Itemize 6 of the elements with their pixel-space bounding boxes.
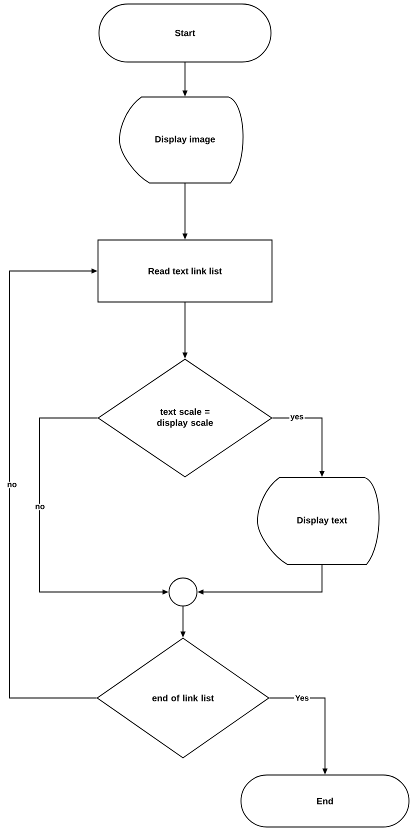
edge-label: Yes xyxy=(294,694,310,702)
edge-label: no xyxy=(34,504,46,510)
process-box: Read text link list xyxy=(98,240,272,302)
edge-label: no xyxy=(6,482,18,488)
connector-circle xyxy=(168,578,198,606)
edge-label: yes xyxy=(289,414,305,422)
